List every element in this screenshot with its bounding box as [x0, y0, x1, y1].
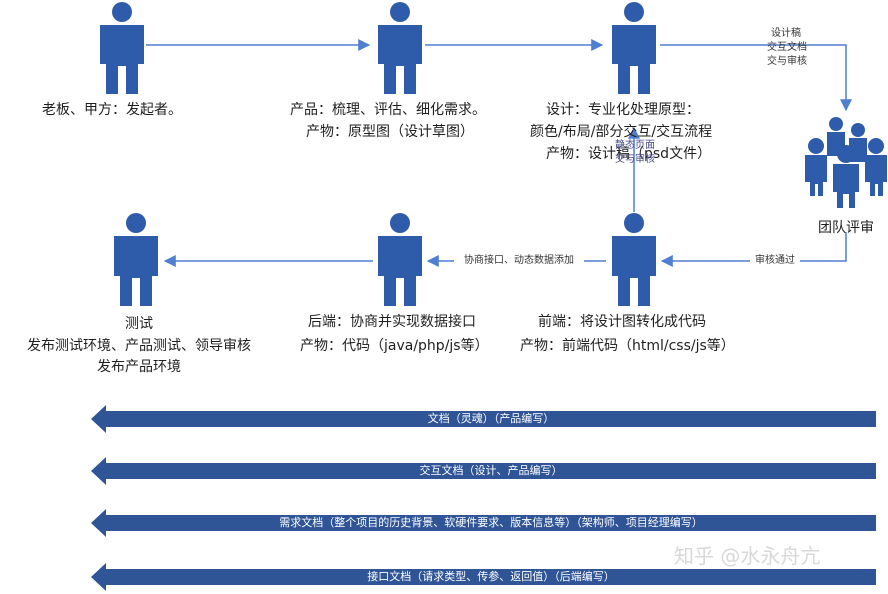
design-label-line-3: 产物：设计稿（psd文件） — [546, 146, 712, 162]
team-review-label: 团队评审 — [818, 220, 874, 236]
band-arrow-1 — [91, 405, 876, 433]
testing-label-line-1: 测试 — [125, 316, 153, 332]
person-icon-backend — [378, 213, 422, 306]
person-icon-frontend — [612, 213, 656, 306]
testing-label-line-2: 发布测试环境、产品测试、领导审核 — [27, 338, 251, 354]
edge-label-api-negotiation: 协商接口、动态数据添加 — [454, 255, 584, 267]
person-icon-design — [612, 2, 656, 94]
band-arrow-3 — [91, 509, 876, 537]
edge-label-submit-review: 交与审核 — [767, 56, 807, 67]
backend-label-line-1: 后端：协商并实现数据接口 — [308, 314, 476, 330]
edge-label-design-draft: 设计稿 — [766, 28, 806, 40]
team-group-icon — [805, 117, 887, 208]
person-icon-testing — [114, 213, 158, 306]
design-label-line-2: 颜色/布局/部分交互/交互流程 — [530, 124, 713, 140]
person-icon-boss — [100, 2, 144, 94]
frontend-label-line-2: 产物：前端代码（html/css/js等） — [520, 338, 735, 354]
edge-label-submit-review-2: 交与审核 — [615, 154, 655, 165]
band-arrow-2 — [91, 457, 876, 485]
band-text-1: 文档（灵魂）（产品编写） — [427, 412, 555, 425]
arrow-design-to-team — [660, 44, 852, 112]
band-arrow-4 — [91, 563, 876, 591]
band-text-2: 交互文档（设计、产品编写） — [419, 464, 563, 477]
boss-label: 老板、甲方：发起者。 — [42, 102, 182, 118]
band-text-3: 需求文档（整个项目的历史背景、软硬件要求、版本信息等）（架构师、项目经理编写） — [279, 516, 703, 529]
edge-label-approved: 审核通过 — [750, 255, 800, 267]
testing-label-line-3: 发布产品环境 — [97, 359, 181, 375]
person-icon-product — [378, 2, 422, 94]
design-label-line-1: 设计：专业化处理原型： — [546, 102, 700, 118]
backend-label-line-2: 产物：代码（java/php/js等） — [300, 338, 489, 354]
watermark: 知乎 @水永舟亢 — [674, 544, 821, 568]
frontend-label-line-1: 前端：将设计图转化成代码 — [538, 314, 706, 330]
band-text-4: 接口文档（请求类型、传参、返回值）（后端编写） — [367, 570, 615, 583]
product-label-line-1: 产品：梳理、评估、细化需求。 — [290, 102, 486, 118]
edge-label-interaction-doc: 交互文档 — [767, 42, 807, 53]
edge-label-static-page: 静态页面 — [615, 140, 655, 151]
arrow-team-to-frontend — [660, 232, 847, 267]
product-label-line-2: 产物：原型图（设计草图） — [306, 124, 474, 140]
